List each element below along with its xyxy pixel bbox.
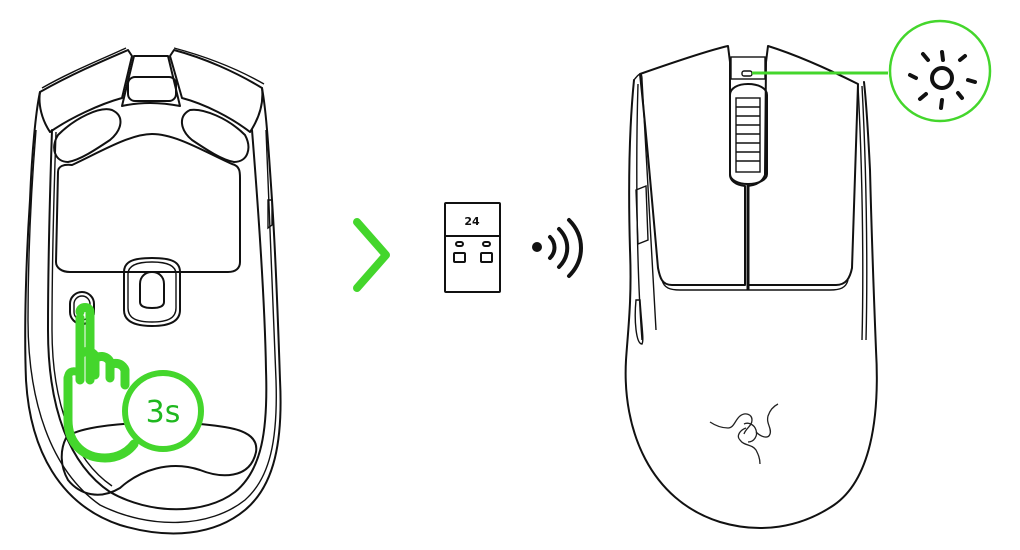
indicator-led <box>741 70 753 77</box>
chevron-right-icon <box>353 218 390 292</box>
wireless-signal-icon <box>532 218 583 278</box>
razer-logo-icon <box>709 403 779 465</box>
mouse-top-view <box>624 45 878 530</box>
hold-time-badge: 3s <box>122 370 204 452</box>
mouse-bottom-view <box>24 47 282 535</box>
dongle-label: 24 <box>464 215 480 228</box>
hold-time-label: 3s <box>146 395 181 430</box>
usb-dongle: 24 <box>444 202 501 293</box>
hand-press-icon <box>63 303 139 463</box>
light-on-icon <box>888 19 992 123</box>
